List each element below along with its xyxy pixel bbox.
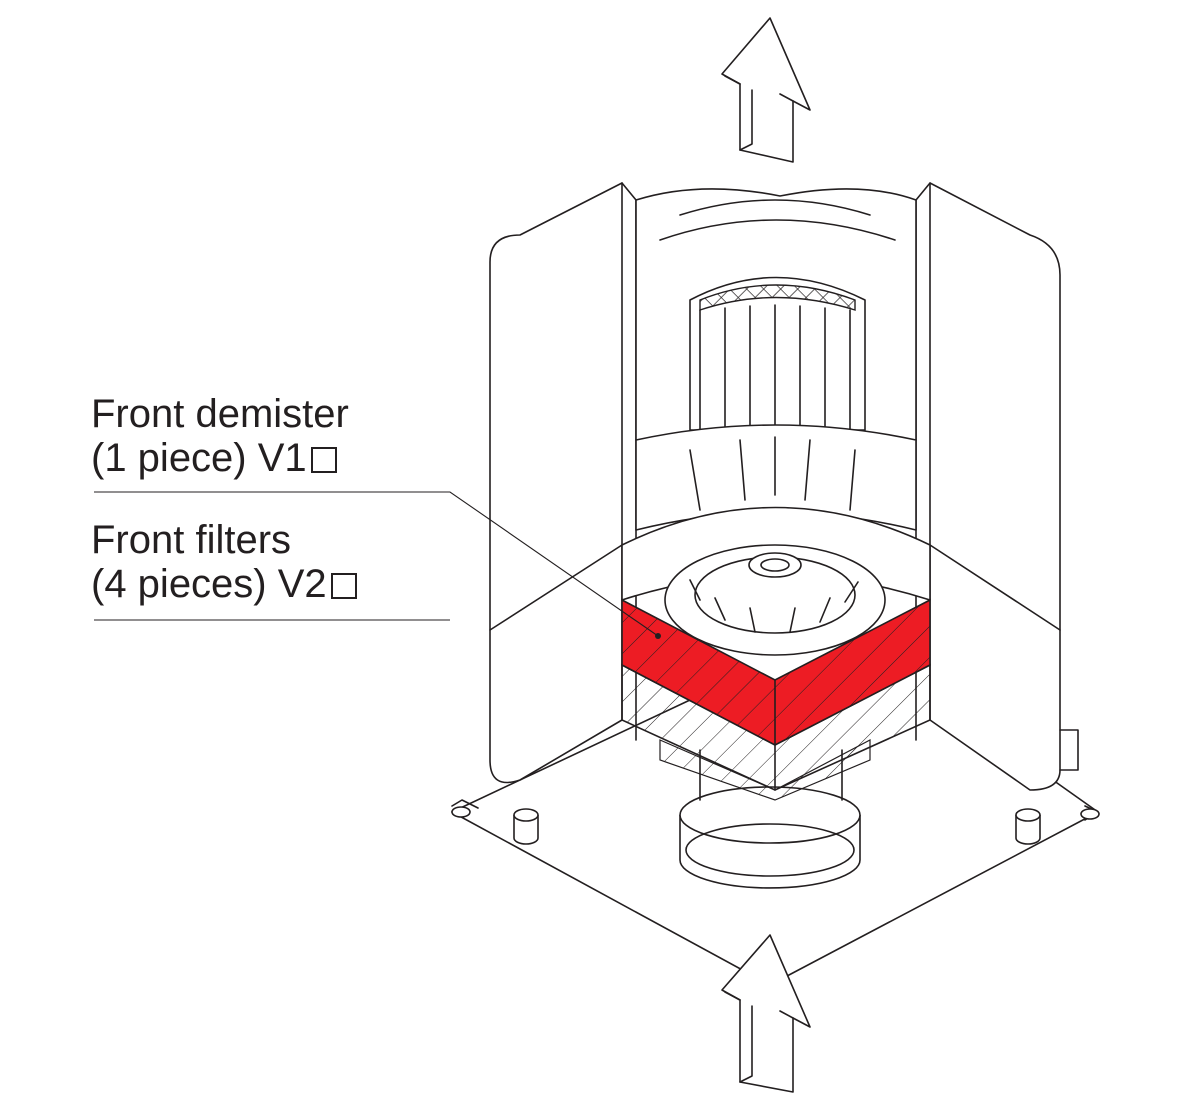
demister-callout-detail: (1 piece) V1 <box>91 436 349 480</box>
inlet-duct <box>679 749 861 889</box>
demister-callout-title: Front demister <box>91 392 349 436</box>
housing-right <box>915 182 1079 791</box>
front-filters <box>621 663 931 801</box>
demister-callout: Front demister (1 piece) V1 <box>91 392 349 480</box>
filters-callout-title: Front filters <box>91 518 292 562</box>
checkbox-icon <box>330 573 357 599</box>
housing-left <box>489 182 637 784</box>
filters-callout-detail: (4 pieces) V2 <box>91 562 357 606</box>
up-arrow-icon <box>721 17 811 163</box>
leader-lines <box>94 491 659 637</box>
outlet-cylinder <box>635 188 917 441</box>
front-demister <box>621 598 931 746</box>
checkbox-icon <box>310 447 337 473</box>
filters-callout: Front filters (4 pieces) V2 <box>91 518 357 606</box>
fan-impeller <box>664 544 886 656</box>
up-arrow-icon <box>721 934 811 1093</box>
